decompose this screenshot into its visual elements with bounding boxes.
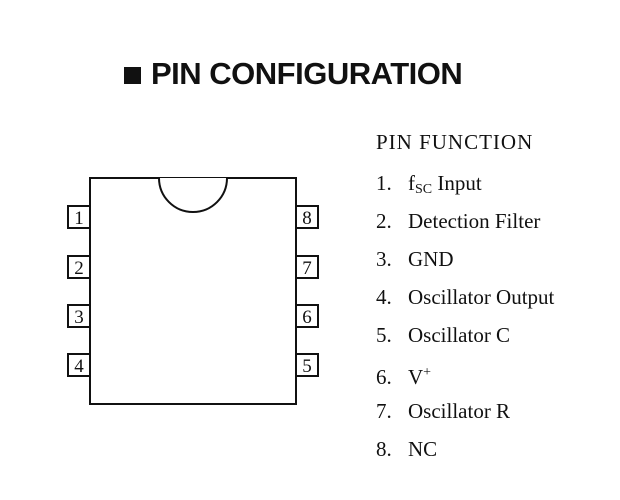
pin-function-item-6: 6. V+ bbox=[376, 358, 554, 396]
pin-function-subscript: SC bbox=[415, 182, 433, 197]
pin-label-2: 2 bbox=[74, 258, 84, 279]
pin-box-1 bbox=[67, 205, 91, 229]
pin-function-heading: PIN FUNCTION bbox=[376, 130, 534, 154]
title-text: PIN CONFIGURATION bbox=[151, 56, 463, 91]
pin-function-item-7: 7. Oscillator R bbox=[376, 396, 554, 434]
pin-function-text: Oscillator R bbox=[408, 399, 511, 423]
pin-function-text: GND bbox=[408, 247, 454, 271]
pin-label-6: 6 bbox=[302, 307, 312, 328]
pin-function-text: f bbox=[408, 171, 415, 195]
pin-function-list: 1. fSC Input 2. Detection Filter 3. GND 4. O… bbox=[376, 168, 554, 472]
pin-function-text: Oscillator C bbox=[408, 323, 511, 347]
pin-label-5: 5 bbox=[302, 356, 312, 377]
package-notch bbox=[158, 177, 228, 213]
pin-function-item-8: 8. NC bbox=[376, 434, 554, 472]
pin-label-3: 3 bbox=[74, 307, 84, 328]
pin-function-number: 7. bbox=[376, 399, 392, 423]
pin-label-8: 8 bbox=[302, 208, 312, 229]
pin-function-number: 4. bbox=[376, 285, 392, 309]
pin-box-3 bbox=[67, 304, 91, 328]
pin-box-4 bbox=[67, 353, 91, 377]
pin-label-7: 7 bbox=[302, 258, 312, 279]
pin-label-1: 1 bbox=[74, 208, 84, 229]
pin-box-8 bbox=[295, 205, 319, 229]
pin-function-item-4: 4. Oscillator Output bbox=[376, 282, 554, 320]
pin-function-item-1: 1. fSC Input bbox=[376, 168, 554, 206]
pin-label-4: 4 bbox=[74, 356, 84, 377]
pin-function-number: 2. bbox=[376, 209, 392, 233]
pin-function-number: 5. bbox=[376, 323, 392, 347]
pin-function-text: V bbox=[408, 365, 424, 389]
pin-box-6 bbox=[295, 304, 319, 328]
pin-function-number: 1. bbox=[376, 171, 392, 195]
pin-function-text: Oscillator Output bbox=[408, 285, 555, 309]
pin-function-number: 8. bbox=[376, 437, 392, 461]
pin-box-2 bbox=[67, 255, 91, 279]
pin-function-text: NC bbox=[408, 437, 438, 461]
pin-function-text-rest: Input bbox=[432, 171, 482, 195]
page-title: PIN CONFIGURATION bbox=[124, 56, 463, 92]
pin-function-item-3: 3. GND bbox=[376, 244, 554, 282]
pin-function-text: Detection Filter bbox=[408, 209, 541, 233]
square-bullet-icon bbox=[124, 66, 141, 84]
pin-function-number: 3. bbox=[376, 247, 392, 271]
pin-box-5 bbox=[295, 353, 319, 377]
pin-function-superscript: + bbox=[423, 365, 432, 380]
pin-function-item-2: 2. Detection Filter bbox=[376, 206, 554, 244]
pin-function-number: 6. bbox=[376, 365, 392, 389]
pin-function-item-5: 5. Oscillator C bbox=[376, 320, 554, 358]
package-body bbox=[89, 177, 297, 405]
pin-box-7 bbox=[295, 255, 319, 279]
